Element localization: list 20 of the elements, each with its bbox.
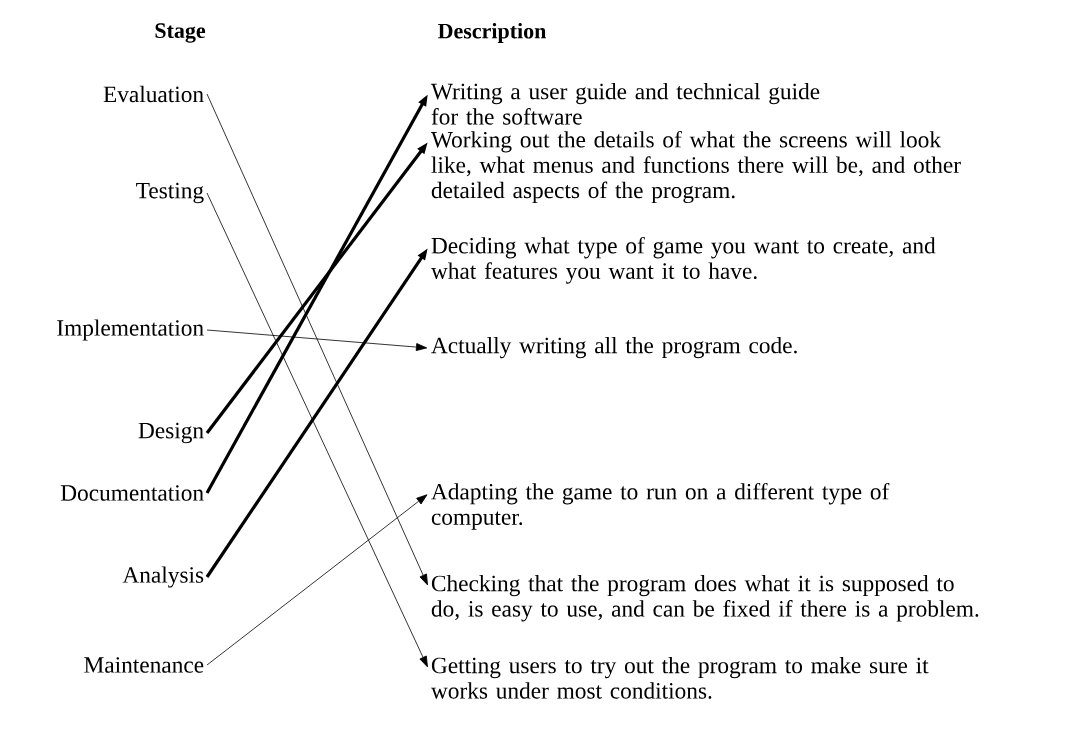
stage-label: Design — [138, 422, 204, 444]
description-text: Writing a user guide and technical guide for the software — [430, 82, 820, 125]
description-text: Checking that the program does what it is supposed to do, is easy to use, and can be fixed if there is a problem. — [431, 574, 979, 622]
description-text: Adapting the game to run on a different type of computer. — [431, 482, 890, 530]
column-heading: Stage — [155, 23, 206, 43]
description-text: Getting users to try out the program to make sure it works under most conditions. — [430, 656, 929, 699]
stage-label: Analysis — [122, 566, 204, 588]
stage-label: Testing — [136, 182, 204, 204]
arrow — [206, 329, 428, 351]
stage-label: Maintenance — [84, 657, 204, 673]
description-text: Actually writing all the program code. — [431, 336, 797, 359]
arrow — [206, 494, 428, 666]
stage-label: Implementation — [57, 319, 204, 341]
arrow — [206, 192, 428, 668]
description-text: Working out the details of what the screens will look like, what menus and functions there will be, and other detailed aspects of the program. — [430, 130, 961, 204]
column-heading: Description — [438, 23, 547, 43]
description-text: Deciding what type of game you want to create, and what features you want it to have. — [430, 236, 936, 284]
arrow — [206, 93, 428, 586]
stage-label: Documentation — [60, 485, 204, 501]
stage-label: Evaluation — [103, 85, 204, 103]
